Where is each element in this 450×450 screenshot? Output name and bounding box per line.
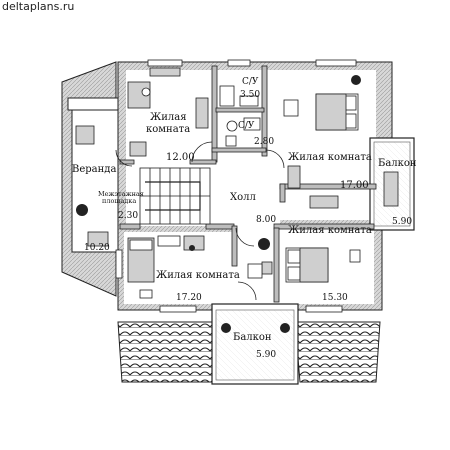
furniture-misc: [75, 67, 399, 299]
bed-se: [285, 247, 329, 283]
veranda-name: Веранда: [72, 164, 116, 175]
balcony-e-area: 5.90: [392, 217, 412, 227]
bed-sw: [127, 237, 155, 283]
living-nw-name-1: Жилая: [150, 112, 187, 123]
landing-name-1: Межэтажная: [98, 190, 144, 198]
doors: [115, 141, 285, 301]
balcony-south: [211, 303, 299, 385]
plant-decor: [76, 75, 361, 333]
bathroom-fixtures: [219, 85, 261, 147]
bath-top-name: С/У: [242, 77, 259, 87]
bath-top-area: 3.50: [240, 90, 260, 100]
veranda-area: 10.20: [84, 243, 110, 253]
living-nw-area: 12.00: [166, 152, 195, 163]
landing-area: 2.30: [118, 211, 138, 221]
living-ne-area: 17.00: [340, 180, 369, 191]
living-sw-area: 17.20: [176, 293, 202, 303]
windows: [115, 59, 357, 313]
living-ne-name: Жилая комната: [288, 152, 372, 163]
hall-name: Холл: [230, 192, 256, 203]
site-watermark: deltaplans.ru: [2, 0, 75, 13]
balcony-s-area: 5.90: [256, 350, 276, 360]
bath-mid-name: С/У: [238, 121, 255, 131]
balcony-e-name: Балкон: [378, 158, 417, 169]
bed-ne: [315, 93, 359, 131]
hall-area: 8.00: [256, 215, 276, 225]
staircase: [139, 167, 211, 225]
bath-mid-area: 2.80: [254, 137, 274, 147]
living-se-name: Жилая комната: [288, 225, 372, 236]
living-nw-name-2: комната: [146, 124, 190, 135]
interior-walls: [119, 65, 377, 303]
veranda-structure: [61, 61, 119, 297]
roof-tiles: [117, 321, 381, 383]
room-labels: Жилая комната 12.00 С/У 3.50 С/У 2.80 Жи…: [72, 77, 417, 360]
living-se-area: 15.30: [322, 293, 348, 303]
living-sw-name: Жилая комната: [156, 270, 240, 281]
landing-name-2: площадка: [102, 197, 136, 205]
balcony-s-name: Балкон: [233, 332, 272, 343]
